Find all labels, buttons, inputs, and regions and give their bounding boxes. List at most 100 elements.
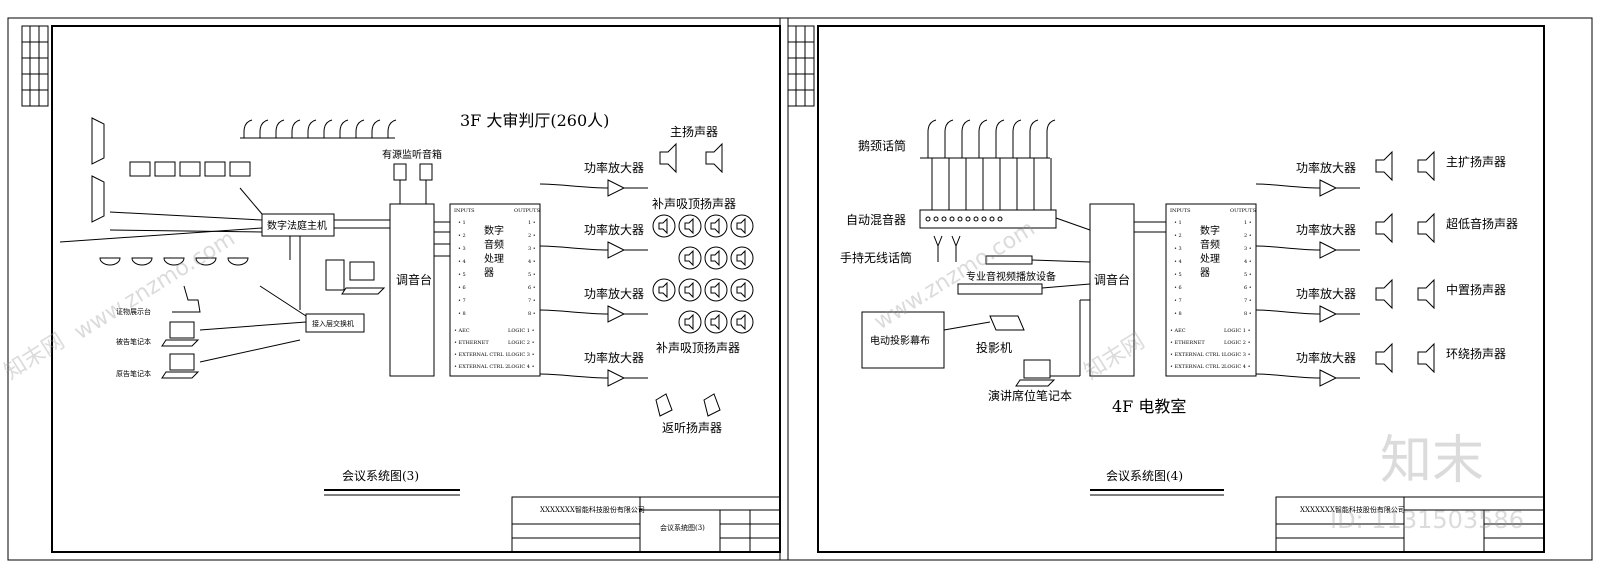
left-mic-5 xyxy=(307,119,317,138)
left-drawing-name: 会议系统图(3) xyxy=(660,523,705,532)
right-gooseneck-mics xyxy=(927,119,1056,210)
left-dsp-label-line-4: 器 xyxy=(484,267,494,279)
left-dsp-input-1: • 1 xyxy=(458,220,466,226)
watermark-layer: 知末 ID: 1131503586 www.znzmo.com www.znzm… xyxy=(0,216,1524,534)
right-dsp-input-2: • 2 xyxy=(1174,233,1182,239)
right-dsp-output-8: 8 • xyxy=(1244,311,1252,317)
right-dsp-output-4: 4 • xyxy=(1244,259,1252,265)
left-dsp-lower-left-4: • EXTERNAL CTRL 2 xyxy=(454,364,508,370)
left-ceiling-speaker-11 xyxy=(730,278,754,302)
auto-mixer-knob-6 xyxy=(965,216,971,222)
left-dsp-lower-right-4: LOGIC 4 • xyxy=(508,364,535,370)
right-dsp-label-line-3: 处理 xyxy=(1200,253,1220,265)
left-company-name: XXXXXXX智能科技股份有限公司 xyxy=(540,505,645,514)
right-speaker-label-1: 主扩扬声器 xyxy=(1446,154,1506,169)
left-dsp-outputs-header: OUTPUTS xyxy=(514,208,540,214)
left-mic-6 xyxy=(323,119,333,138)
right-amp-4 xyxy=(1319,369,1338,387)
right-dsp-output-1: 1 • xyxy=(1244,220,1252,226)
right-speaker-4-2 xyxy=(1417,342,1435,374)
left-dsp-lower-right-3: LOGIC 3 • xyxy=(508,352,535,358)
left-amp-wire-2 xyxy=(539,245,609,251)
left-ceiling-speaker-cone-8 xyxy=(658,281,668,299)
left-ceiling-speaker-cone-11 xyxy=(736,281,746,299)
right-dsp-input-1: • 1 xyxy=(1174,220,1182,226)
left-dsp-output-8: 8 • xyxy=(528,311,536,317)
left-ceiling-speaker-1 xyxy=(652,214,676,238)
left-dsp-input-6: • 6 xyxy=(458,285,466,291)
left-amp-label-1: 功率放大器 xyxy=(584,160,644,175)
right-dsp-label-line-1: 数字 xyxy=(1200,224,1220,237)
right-amp-wire-1 xyxy=(1255,183,1321,189)
auto-mixer-knob-1 xyxy=(925,216,931,222)
left-amp-label-4: 功率放大器 xyxy=(584,350,644,365)
right-dsp-lower-left-3: • EXTERNAL CTRL 1 xyxy=(1170,352,1224,358)
watermark-id: ID: 1131503586 xyxy=(1330,506,1524,534)
left-amp-1 xyxy=(607,179,626,197)
auto-mixer-knob-8 xyxy=(981,216,987,222)
left-dsp-label-line-3: 处理 xyxy=(484,253,504,265)
access-switch-box xyxy=(305,313,365,333)
right-dsp-label-line-2: 音频 xyxy=(1200,238,1220,251)
right-speaker-label-4: 环绕扬声器 xyxy=(1446,346,1506,361)
active-monitor-speaker-2 xyxy=(419,163,433,181)
left-mic-7 xyxy=(339,119,349,138)
right-amp-label-3: 功率放大器 xyxy=(1296,286,1356,301)
left-monitor-speaker-label: 返听扬声器 xyxy=(662,420,722,435)
right-speaker-label-2: 超低音扬声器 xyxy=(1446,216,1518,231)
right-dsp-ports: • 1• 2• 3• 4• 5• 6• 7• 81 •2 •3 •4 •5 •6… xyxy=(1170,220,1252,370)
watermark-site-left: www.znzmo.com xyxy=(70,226,240,345)
right-dsp-lower-left-4: • EXTERNAL CTRL 2 xyxy=(1170,364,1224,370)
right-mic-1 xyxy=(927,119,937,158)
left-ceiling-speaker-14 xyxy=(730,310,754,334)
right-amp-2 xyxy=(1319,241,1338,259)
left-mic-3 xyxy=(275,119,285,138)
left-ceiling-speaker-cone-9 xyxy=(684,281,694,299)
right-amp-1 xyxy=(1319,179,1338,197)
right-speaker-3-2 xyxy=(1417,278,1435,310)
left-ceiling-speaker-cone-5 xyxy=(684,249,694,267)
auto-mixer-knobs xyxy=(925,216,1003,222)
left-title-block xyxy=(511,496,781,553)
left-dsp-output-2: 2 • xyxy=(528,233,536,239)
left-dsp-lower-left-2: • ETHERNET xyxy=(454,340,489,346)
right-dsp-lower-right-4: LOGIC 4 • xyxy=(1224,364,1251,370)
left-ceiling-speaker-label-1: 补声吸顶扬声器 xyxy=(652,196,736,211)
right-dsp-outputs-header: OUTPUTS xyxy=(1230,208,1256,214)
right-mixer-box xyxy=(1089,203,1135,377)
left-dsp-label-line-1: 数字 xyxy=(484,224,504,237)
right-mic-5 xyxy=(995,119,1005,158)
left-ceiling-speaker-cone-6 xyxy=(710,249,720,267)
right-speaker-1-2 xyxy=(1417,150,1435,182)
left-dsp-input-2: • 2 xyxy=(458,233,466,239)
left-dsp-lower-left-3: • EXTERNAL CTRL 1 xyxy=(454,352,508,358)
left-dsp-output-1: 1 • xyxy=(528,220,536,226)
left-mixer-to-dsp xyxy=(434,221,450,257)
right-mic-6 xyxy=(1012,119,1022,158)
projector-icon xyxy=(943,315,1025,331)
right-speaker-4-1 xyxy=(1375,342,1393,374)
left-amp-label-3: 功率放大器 xyxy=(584,286,644,301)
left-amp-label-2: 功率放大器 xyxy=(584,222,644,237)
left-ceiling-speaker-cone-10 xyxy=(710,281,720,299)
left-dsp-label-line-2: 音频 xyxy=(484,238,504,251)
left-side-displays xyxy=(91,117,105,223)
left-dsp-input-5: • 5 xyxy=(458,272,466,278)
left-gooseneck-mics xyxy=(243,119,397,138)
left-main-speakers xyxy=(659,142,723,174)
right-dsp-lower-left-1: • AEC xyxy=(1170,328,1186,334)
left-sheet: 3F 大审判厅(260人) 数字法庭主机 xyxy=(7,17,789,561)
court-host-label: 数字法庭主机 xyxy=(267,219,327,232)
right-dsp-lower-right-3: LOGIC 3 • xyxy=(1224,352,1251,358)
right-dsp-input-4: • 4 xyxy=(1174,259,1182,265)
left-dsp-box xyxy=(449,203,541,377)
right-amp-label-2: 功率放大器 xyxy=(1296,222,1356,237)
right-mic-2 xyxy=(944,119,954,158)
right-dsp-box xyxy=(1165,203,1257,377)
wireless-mic-label: 手持无线话筒 xyxy=(840,250,912,265)
left-workstation xyxy=(325,259,386,295)
left-ceiling-speaker-13 xyxy=(704,310,728,334)
left-ceiling-speaker-7 xyxy=(730,246,754,270)
